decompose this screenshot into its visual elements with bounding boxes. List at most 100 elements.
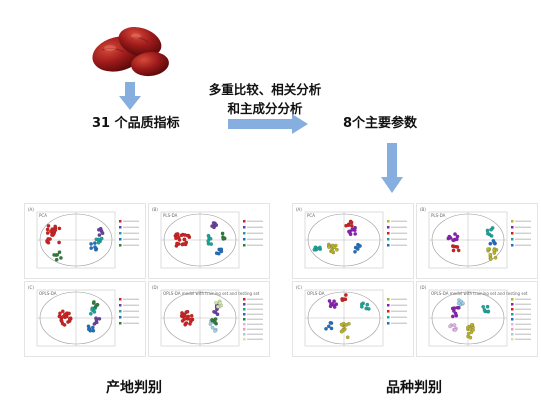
score-point [89,242,93,246]
legend-swatch [243,244,246,247]
legend-swatch [511,328,514,331]
legend-swatch [243,303,246,306]
score-point [57,314,62,319]
score-point [330,249,335,254]
score-point [218,301,222,305]
panel-tag: (D) [420,285,427,290]
score-plot-panel: (C)OPLS-DA [24,281,146,357]
score-point [89,246,93,250]
score-point [346,223,351,227]
input-label: 31 个品质指标 [92,116,180,131]
score-plot-panel: (B)PLS-DA [148,203,270,279]
legend-swatch [387,226,390,229]
score-point [217,251,221,256]
score-point [489,227,493,232]
score-point [456,301,461,306]
legend-swatch [243,318,246,321]
score-point [353,245,358,250]
panel-title: PCA [39,213,47,218]
score-point [100,231,105,235]
score-point [87,327,91,332]
score-point [206,239,210,243]
score-point [189,314,194,318]
score-point [211,221,216,225]
score-point [179,314,184,318]
score-point [349,220,354,225]
panel-tag: (A) [296,207,302,212]
score-point [353,228,357,232]
panel-title: OPLS-DA model with training set and test… [163,291,260,296]
legend-swatch [511,323,514,326]
score-point [54,257,59,262]
legend-swatch [511,313,514,316]
score-point [461,301,465,305]
score-point [328,304,333,309]
score-point [358,244,362,248]
score-point [332,305,337,309]
score-point [61,309,65,314]
score-point [455,237,459,242]
score-point [208,322,213,326]
origin-plots-group: (A)PCA(B)PLS-DA(C)OPLS-DA(D)OPLS-DA mode… [24,203,270,357]
score-plot-panel: (C)OPLS-DA [292,281,414,357]
score-point [93,245,97,249]
score-point [86,324,91,329]
score-point [453,328,457,332]
legend-swatch [119,304,122,307]
output-label: 8个主要参数 [343,116,418,131]
score-point [45,231,50,235]
down-arrow-icon [119,82,141,110]
panel-title: PLS-DA [431,213,446,218]
score-point [175,232,180,236]
score-point [214,223,219,227]
legend-swatch [243,313,246,316]
score-point [60,321,65,326]
legend-swatch [243,220,246,223]
score-point [45,239,49,244]
score-point [453,311,458,316]
score-plot-panel: (B)PLS-DA [416,203,538,279]
legend-swatch [387,238,390,241]
legend-swatch [511,232,514,235]
score-point [97,317,102,321]
score-point [486,247,490,251]
score-point [492,240,496,245]
panel-tag: (D) [152,285,159,290]
score-point [209,242,213,246]
score-point [52,253,56,257]
score-point [46,224,51,228]
score-point [339,329,344,334]
score-point [57,250,62,254]
panel-title: OPLS-DA model with training set and test… [431,291,528,296]
legend-swatch [243,338,246,341]
legend-swatch [119,322,122,325]
score-point [312,248,317,252]
panel-tag: (C) [28,285,34,290]
score-point [488,252,493,257]
method-label: 多重比较、相关分析 和主成分分析 [196,80,334,118]
score-point [486,309,491,314]
panel-title: OPLS-DA [307,291,325,296]
legend-swatch [119,298,122,301]
legend-swatch [119,232,122,235]
score-point [215,312,220,317]
legend-swatch [243,323,246,326]
score-point [455,245,460,249]
score-point [180,319,185,323]
legend-swatch [387,316,390,319]
legend-swatch [119,238,122,241]
score-plot-panel: (D) OPLS-DA model with training set and t… [148,281,270,357]
score-point [179,233,184,238]
legend-swatch [119,226,122,229]
legend-swatch [243,238,246,241]
score-point [469,323,474,327]
score-point [456,248,461,253]
score-point [89,312,93,316]
score-point [67,317,72,321]
score-point [335,247,339,252]
score-point [57,240,61,245]
score-point [327,245,331,249]
score-point [92,300,96,304]
legend-swatch [387,322,390,325]
legend-swatch [511,318,514,321]
